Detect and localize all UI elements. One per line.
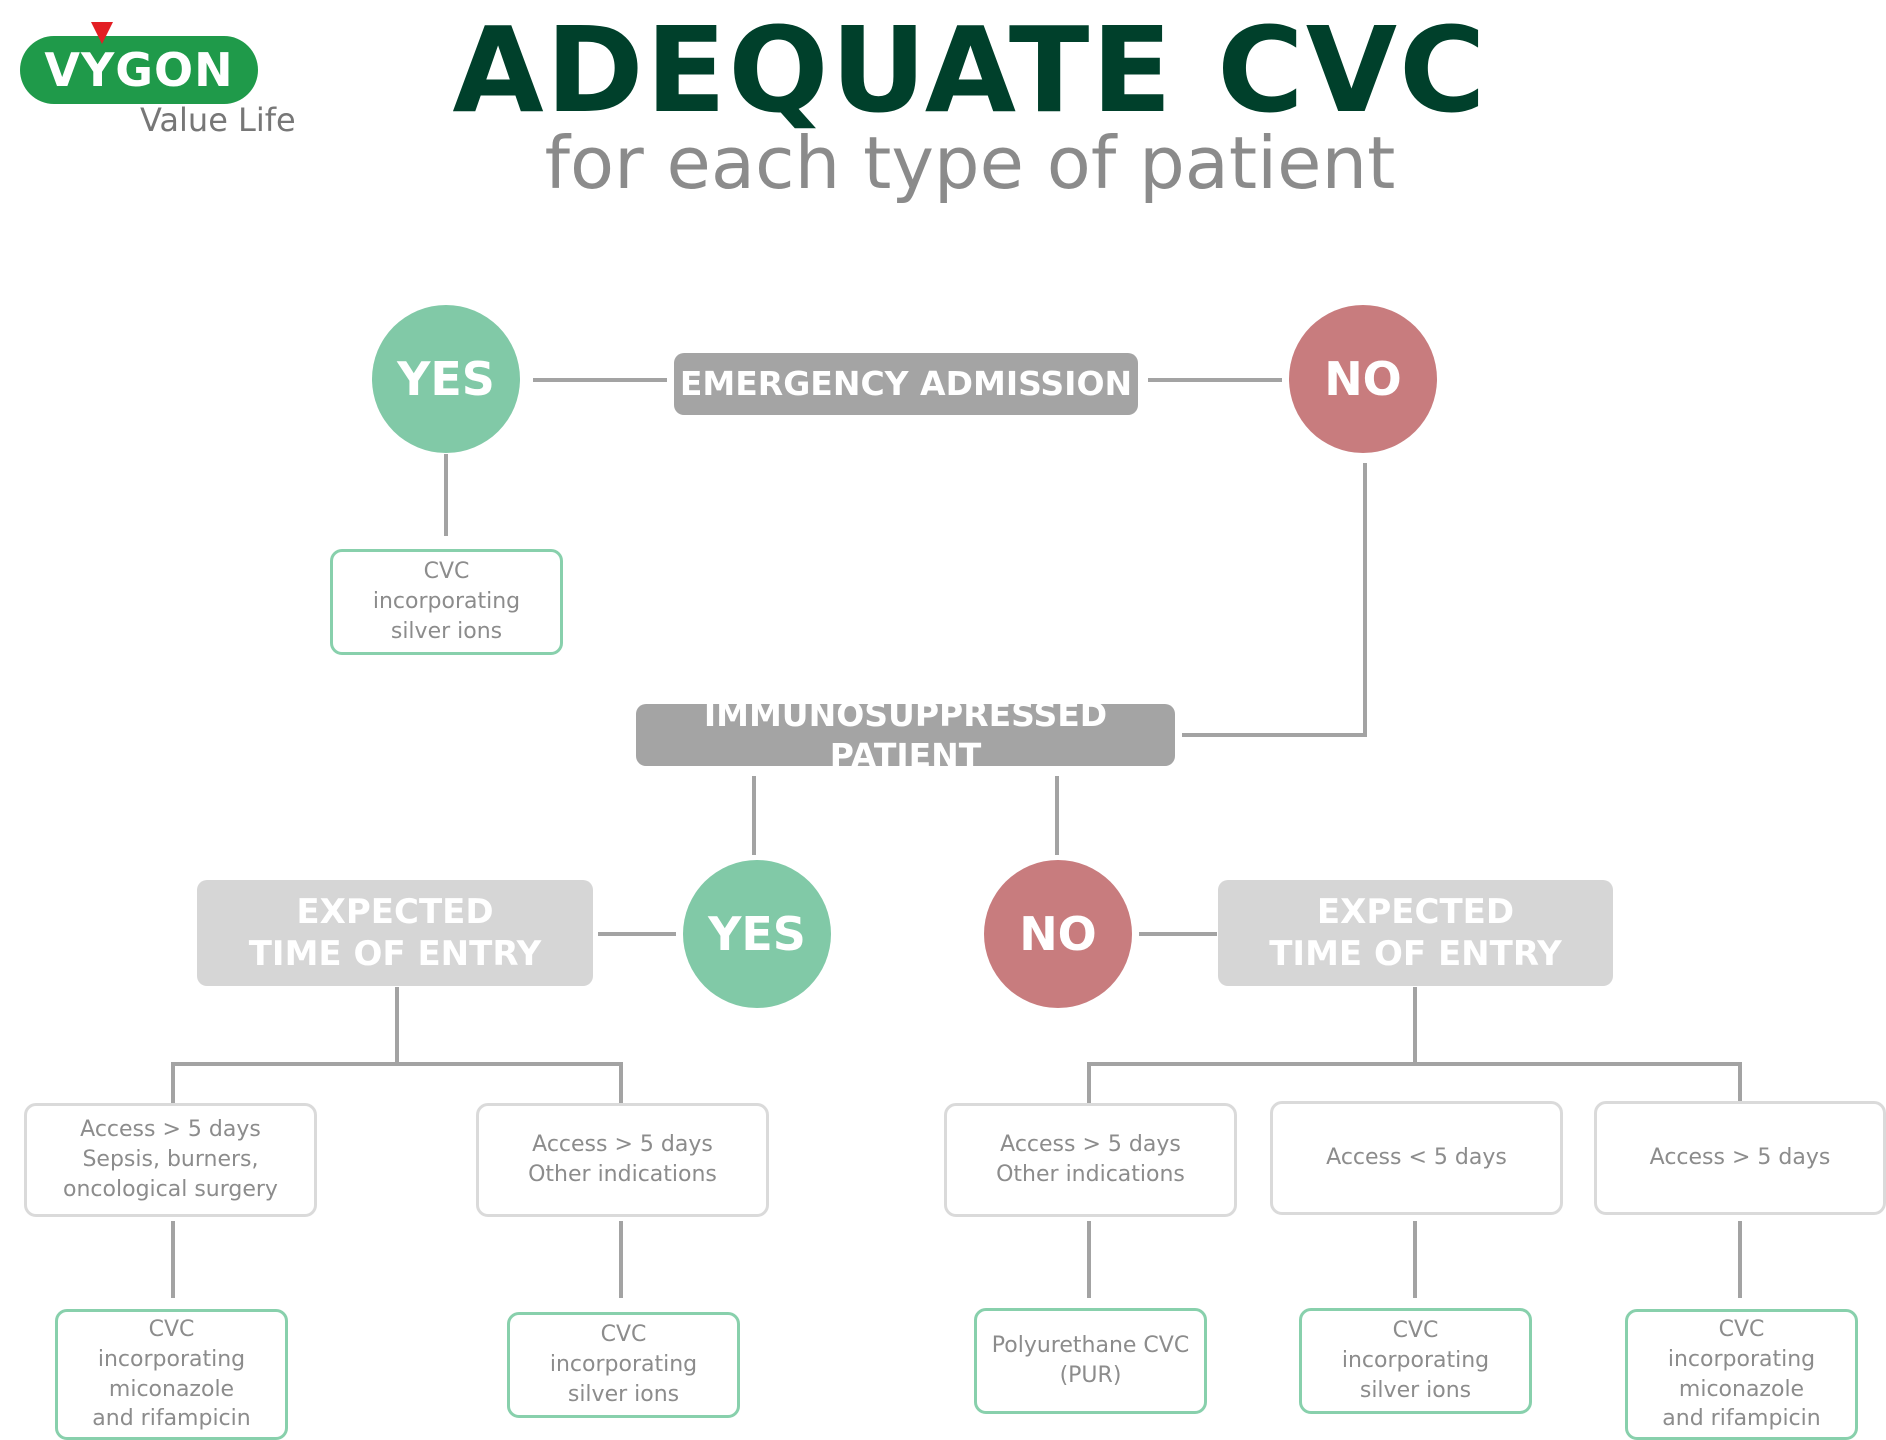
yes-circle-emergency: YES (372, 305, 520, 453)
result-box: CVC incorporating miconazole and rifampi… (1625, 1309, 1858, 1440)
emergency-admission-box: EMERGENCY ADMISSION (674, 353, 1138, 415)
connector-no1-down (1363, 463, 1367, 737)
connector-yes1-emergency (533, 378, 667, 382)
connector-cond3-res3 (1087, 1221, 1091, 1298)
connector-left-bar (171, 1062, 623, 1066)
result-box-emergency-yes: CVC incorporating silver ions (330, 549, 563, 655)
condition-box: Access > 5 days Sepsis, burners, oncolog… (24, 1103, 317, 1217)
vygon-logo: VYGON (20, 36, 258, 104)
result-box: Polyurethane CVC (PUR) (974, 1308, 1207, 1414)
connector-right-trunk (1413, 987, 1417, 1065)
result-box: CVC incorporating miconazole and rifampi… (55, 1309, 288, 1440)
connector-expected-yes2 (598, 932, 676, 936)
no-circle-emergency: NO (1289, 305, 1437, 453)
yes-circle-immuno: YES (683, 860, 831, 1008)
connector-no2-expected (1139, 932, 1217, 936)
connector-left-branch-2 (619, 1062, 623, 1104)
connector-immuno-yes2 (752, 776, 756, 855)
connector-cond4-res4 (1413, 1221, 1417, 1298)
connector-right-branch-3 (1738, 1062, 1742, 1104)
logo-triangle-icon (91, 22, 113, 44)
result-box: CVC incorporating silver ions (507, 1312, 740, 1418)
connector-immuno-no2 (1055, 776, 1059, 855)
connector-cond5-res5 (1738, 1221, 1742, 1298)
condition-box: Access < 5 days (1270, 1101, 1563, 1215)
condition-box: Access > 5 days Other indications (944, 1103, 1237, 1217)
condition-box: Access > 5 days (1594, 1101, 1886, 1215)
connector-cond2-res2 (619, 1221, 623, 1298)
connector-no1-immuno (1182, 733, 1367, 737)
page-subtitle: for each type of patient (544, 121, 1396, 205)
expected-time-right-box: EXPECTED TIME OF ENTRY (1218, 880, 1613, 986)
connector-left-branch-1 (171, 1062, 175, 1104)
immunosuppressed-patient-box: IMMUNOSUPPRESSED PATIENT (636, 695, 1175, 775)
connector-right-bar (1087, 1062, 1742, 1066)
connector-left-trunk (395, 987, 399, 1065)
expected-time-left-box: EXPECTED TIME OF ENTRY (197, 880, 593, 986)
connector-emergency-no1 (1148, 378, 1282, 382)
connector-right-branch-1 (1087, 1062, 1091, 1104)
condition-box: Access > 5 days Other indications (476, 1103, 769, 1217)
connector-yes1-result (444, 454, 448, 536)
no-circle-immuno: NO (984, 860, 1132, 1008)
connector-cond1-res1 (171, 1221, 175, 1298)
page-title: ADEQUATE CVC (452, 1, 1488, 139)
result-box: CVC incorporating silver ions (1299, 1308, 1532, 1414)
logo-tagline: Value Life (140, 101, 296, 139)
logo-brand: VYGON (44, 43, 234, 97)
